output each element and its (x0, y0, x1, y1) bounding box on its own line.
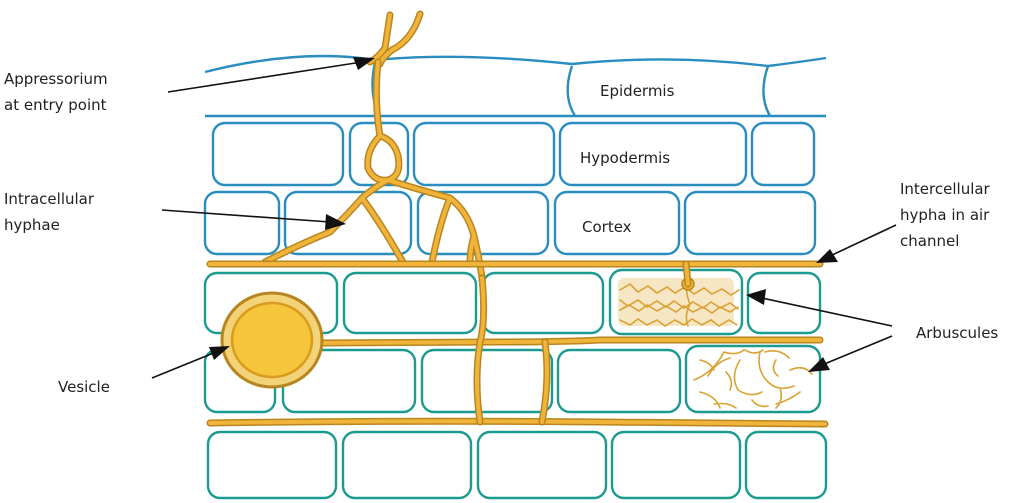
cortex-cell (343, 432, 471, 498)
cortex-cell (478, 432, 606, 498)
cortex-cell (746, 432, 826, 498)
arbuscule-dense (618, 276, 739, 326)
hypodermis-cell (752, 123, 814, 185)
hypodermis-cell (213, 123, 343, 185)
cortex-cell (422, 350, 552, 412)
arbuscule-sparse (694, 350, 812, 408)
vesicle (222, 293, 322, 387)
epidermis-top-wall (205, 56, 826, 72)
intercellular-label: hypha in air (900, 206, 990, 224)
epidermis-divider (763, 66, 770, 116)
cortex-cell (205, 192, 279, 254)
cortex-cell (208, 432, 336, 498)
cortex-cell (612, 432, 740, 498)
text-labels: Appressorium at entry point Epidermis Hy… (4, 70, 998, 396)
epidermis-label: Epidermis (600, 82, 675, 100)
cortex-cell (483, 273, 603, 333)
cortex-label: Cortex (582, 218, 632, 236)
appressorium-label: Appressorium (4, 70, 108, 88)
hypodermis-layer (213, 123, 814, 185)
intercellular-label: Intercellular (900, 180, 991, 198)
appressorium-label: at entry point (4, 96, 107, 114)
vesicle-label: Vesicle (58, 378, 110, 396)
intercellular-label: channel (900, 232, 959, 250)
intracellular-label: hyphae (4, 216, 60, 234)
cortex-cell (685, 192, 815, 254)
epidermis-divider (568, 66, 575, 116)
intracellular-label: Intracellular (4, 190, 95, 208)
hypodermis-label: Hypodermis (580, 149, 670, 167)
cortex-cell (344, 273, 476, 333)
arbuscules-label: Arbuscules (916, 324, 998, 342)
epidermis-layer (205, 56, 826, 116)
hypodermis-cell (414, 123, 554, 185)
cortex-row-3 (208, 432, 826, 498)
cortex-cell (558, 350, 680, 412)
